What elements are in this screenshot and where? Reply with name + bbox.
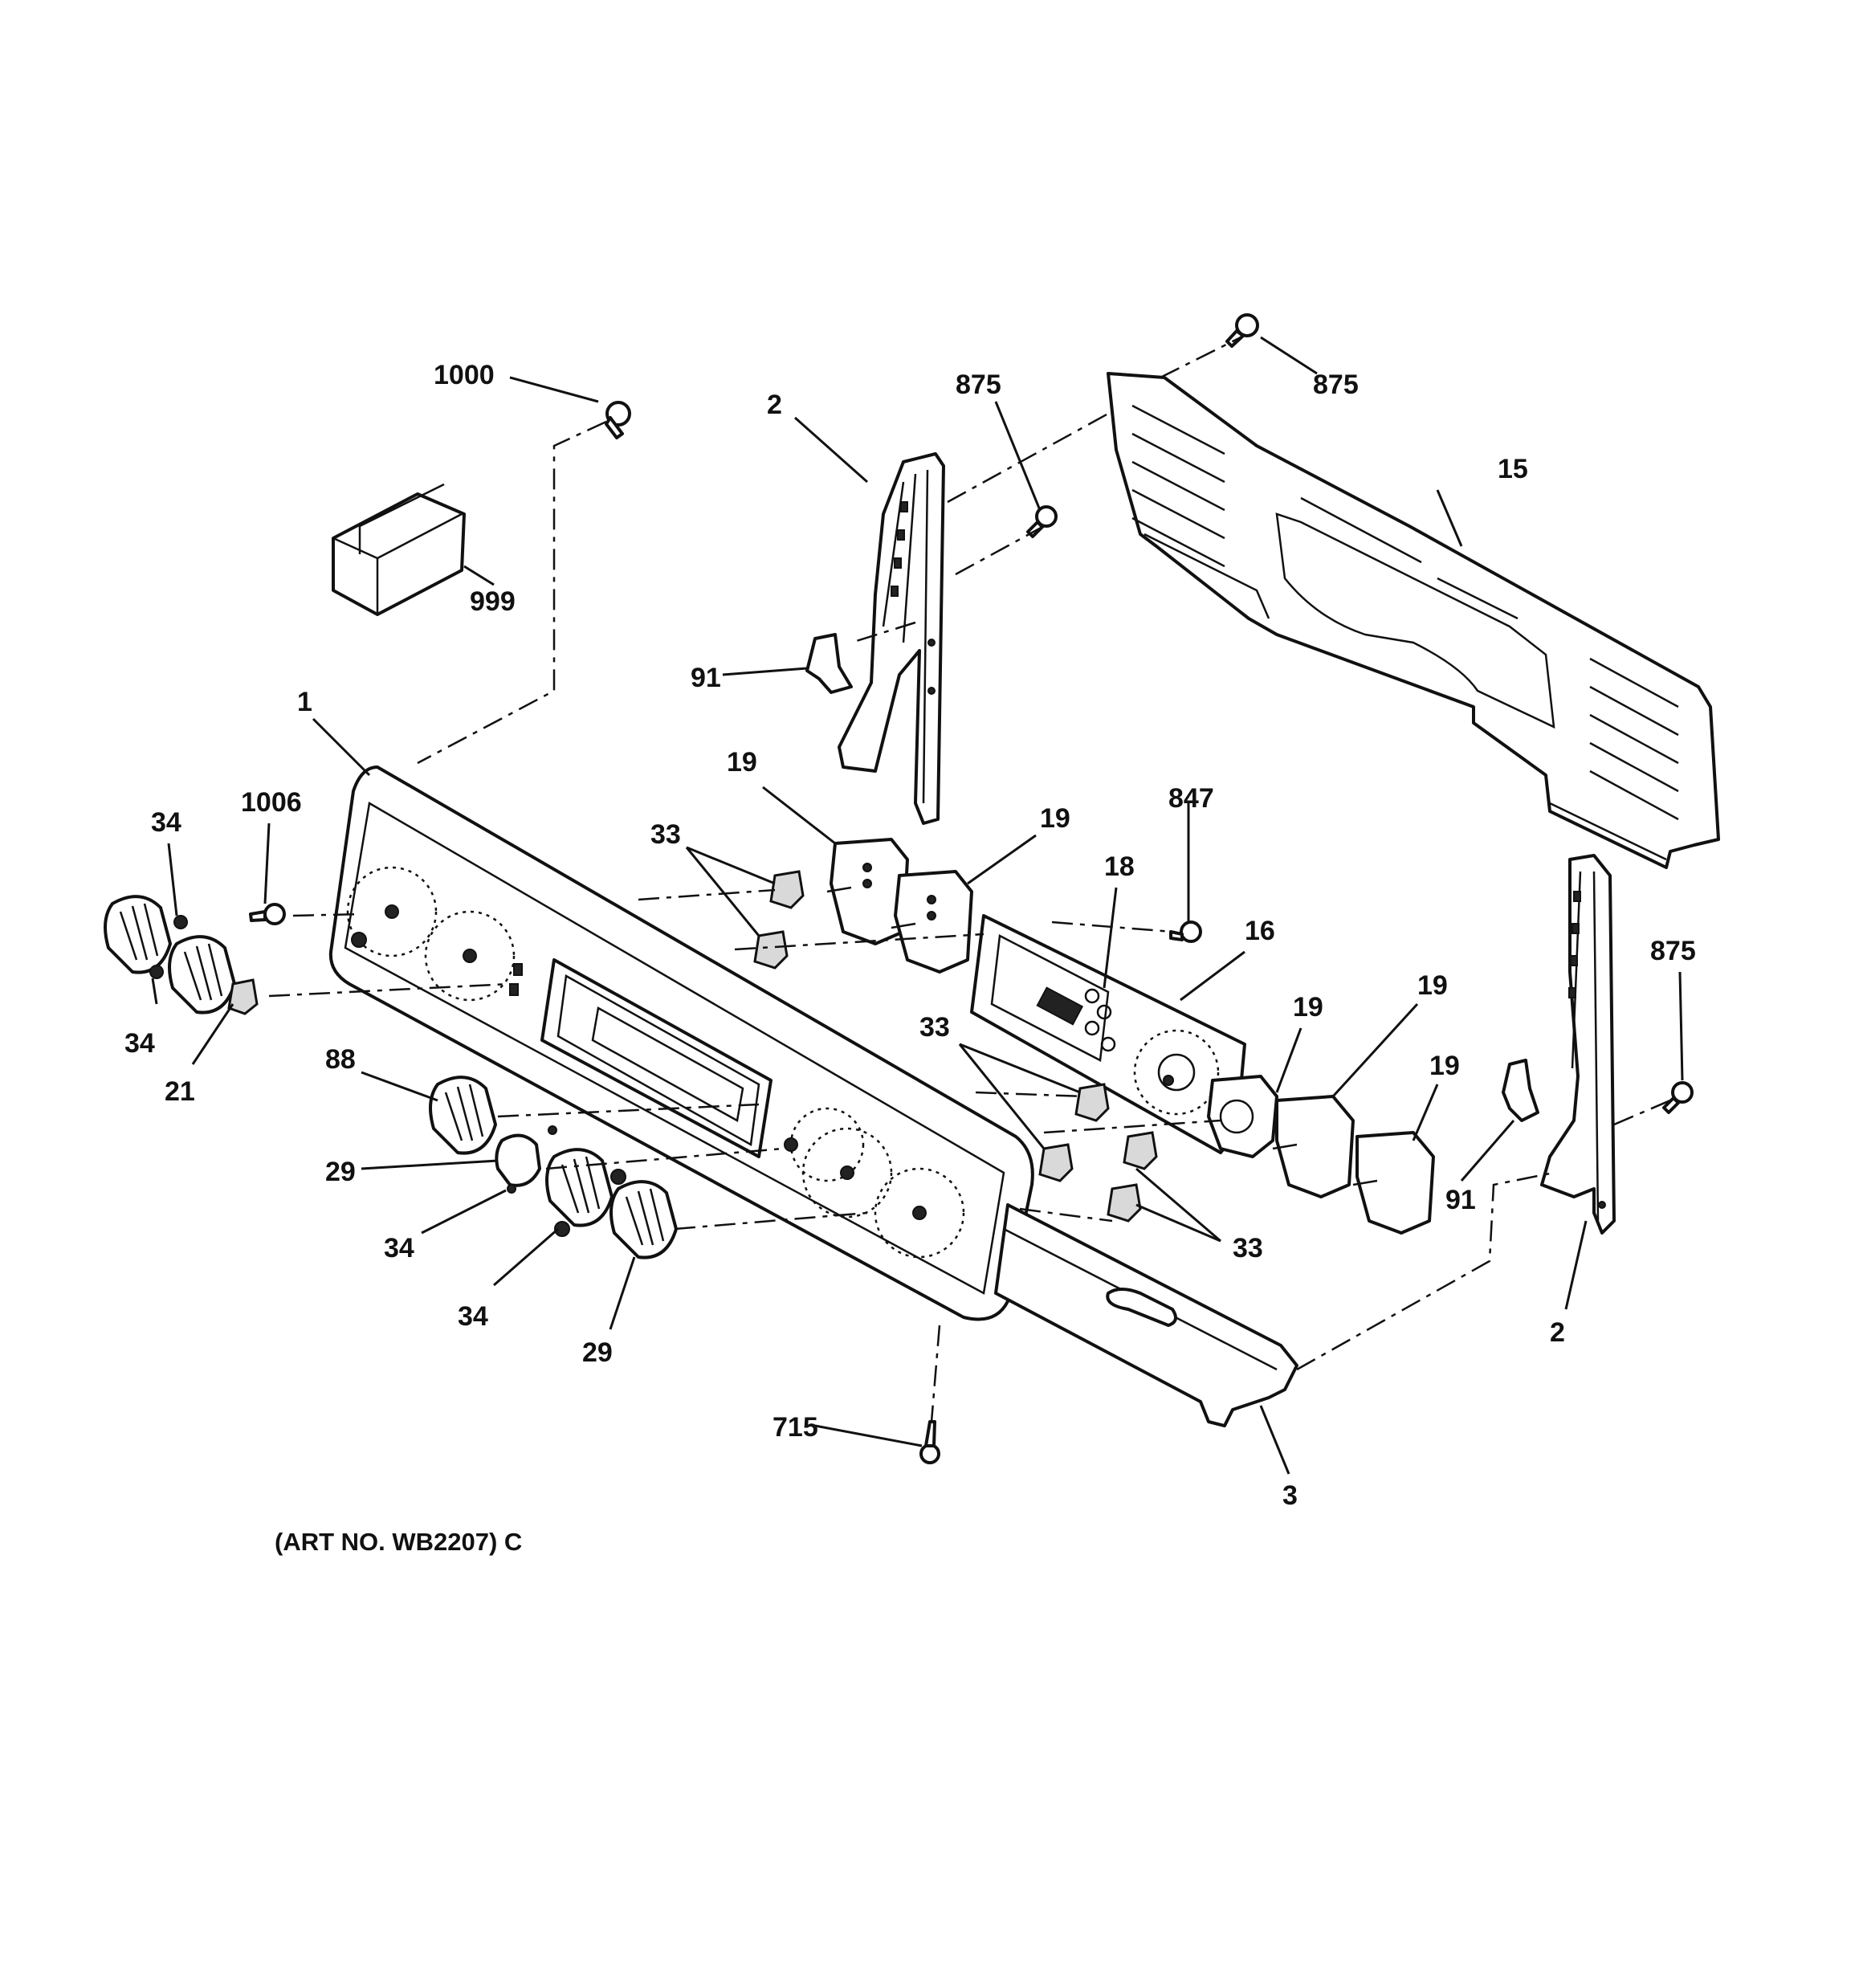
- knob-part-34-center: [545, 1148, 614, 1227]
- leader-lines: [151, 336, 1684, 1475]
- knob-part-29-large: [609, 1180, 678, 1259]
- callout-19-d: 19: [1417, 970, 1448, 1001]
- switch-part-19-e: [1352, 1131, 1435, 1235]
- indicator-part-21: [227, 978, 259, 1015]
- callout-875-mid: 875: [956, 369, 1001, 400]
- callout-88: 88: [325, 1044, 356, 1075]
- callout-2-top: 2: [767, 390, 782, 420]
- screw-part-847: [1169, 921, 1202, 943]
- screw-part-1006: [249, 903, 286, 925]
- callout-1000: 1000: [434, 360, 495, 390]
- callout-29-low: 29: [582, 1337, 613, 1368]
- callout-19-b: 19: [1040, 803, 1070, 834]
- callout-labels: 1000 999 2 875 875 15 91 1 1006 34 34 21…: [124, 360, 1696, 1511]
- callout-34-top-left: 34: [151, 807, 181, 838]
- callout-1: 1: [297, 687, 312, 717]
- callout-1006: 1006: [241, 787, 302, 818]
- screw-part-875-top: [1225, 313, 1259, 348]
- spring-washer-part-34: [149, 915, 626, 1237]
- switch-part-19-b: [891, 870, 973, 974]
- end-bracket-part-2-left: [838, 452, 945, 825]
- screw-part-875-mid: [1026, 505, 1058, 538]
- knob-part-34-left-upper: [104, 895, 172, 974]
- switch-part-19-d: [1272, 1095, 1355, 1198]
- callout-33-mid: 33: [919, 1012, 950, 1043]
- callout-999: 999: [470, 586, 516, 617]
- callout-21: 21: [165, 1076, 195, 1107]
- callout-875-right: 875: [1650, 936, 1696, 966]
- end-bracket-part-2-right: [1540, 854, 1616, 1235]
- callout-875-top: 875: [1313, 369, 1359, 400]
- callout-15: 15: [1498, 454, 1528, 484]
- switch-part-19-c: [1207, 1075, 1278, 1158]
- callout-91-top: 91: [691, 663, 721, 693]
- callout-34-low-left: 34: [384, 1233, 414, 1263]
- callout-34-low-center: 34: [458, 1301, 488, 1332]
- art-number: (ART NO. WB2207) C: [275, 1528, 522, 1556]
- clip-part-91-left: [805, 633, 853, 694]
- callout-34-mid-left: 34: [124, 1028, 155, 1059]
- knob-part-34-left-lower: [168, 935, 236, 1014]
- knob-part-29-small: [495, 1133, 541, 1187]
- alignment-lines: [268, 336, 1671, 1423]
- callout-3: 3: [1282, 1480, 1298, 1511]
- clip-part-91-right: [1502, 1059, 1539, 1122]
- screw-part-875-right: [1662, 1081, 1694, 1114]
- control-panel-part-1: [328, 765, 1034, 1321]
- literature-box-part-999: [332, 483, 466, 616]
- callout-29-left: 29: [325, 1157, 356, 1187]
- switch-clip-part-33: [753, 870, 1158, 1223]
- rear-trim-part-3: [994, 1203, 1298, 1427]
- knob-part-88: [429, 1076, 497, 1155]
- callout-19-a: 19: [727, 747, 757, 778]
- callout-33-low: 33: [1233, 1233, 1263, 1263]
- callout-2-right: 2: [1550, 1317, 1565, 1348]
- callout-91-right: 91: [1445, 1185, 1476, 1215]
- back-panel-part-15: [1107, 372, 1720, 869]
- callout-19-e: 19: [1429, 1051, 1460, 1081]
- screw-part-715: [919, 1420, 940, 1464]
- callout-847: 847: [1168, 783, 1214, 814]
- callout-715: 715: [773, 1412, 818, 1443]
- switch-part-19-a: [826, 838, 909, 945]
- callout-16: 16: [1245, 916, 1275, 946]
- screw-part-1000: [605, 401, 631, 439]
- callout-33-top: 33: [650, 819, 681, 850]
- callout-18: 18: [1104, 851, 1135, 882]
- callout-19-c: 19: [1293, 992, 1323, 1023]
